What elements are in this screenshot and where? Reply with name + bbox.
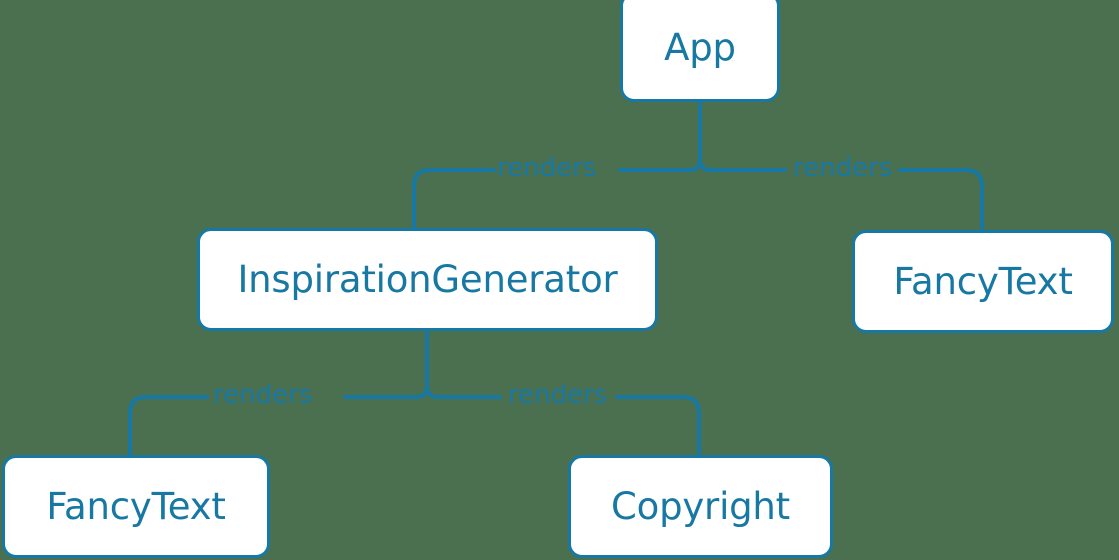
edge-inspirationgenerator-to-copyright <box>433 395 701 457</box>
node-fancytext-right-label: FancyText <box>893 260 1073 303</box>
node-inspirationgenerator-label: InspirationGenerator <box>237 258 618 301</box>
node-app-label: App <box>664 25 736 69</box>
node-copyright[interactable]: Copyright <box>568 455 833 558</box>
node-app[interactable]: App <box>620 0 780 102</box>
edge-label-app-to-fancytext-right: renders <box>793 153 893 183</box>
edge-label-app-to-inspirationgenerator: renders <box>497 153 597 183</box>
node-inspirationgenerator[interactable]: InspirationGenerator <box>197 228 658 331</box>
node-fancytext-right[interactable]: FancyText <box>852 230 1114 333</box>
node-fancytext-bottom-label: FancyText <box>46 485 226 528</box>
node-fancytext-bottom[interactable]: FancyText <box>2 455 270 558</box>
edge-label-inspirationgenerator-to-copyright: renders <box>508 380 608 410</box>
edge-app-to-fancytext-right <box>706 168 984 232</box>
edge-app-to-inspirationgenerator <box>412 168 694 230</box>
node-copyright-label: Copyright <box>611 485 790 528</box>
edge-inspirationgenerator-to-fancytext-bottom <box>128 395 421 457</box>
edge-label-inspirationgenerator-to-fancytext-bottom: renders <box>213 380 313 410</box>
